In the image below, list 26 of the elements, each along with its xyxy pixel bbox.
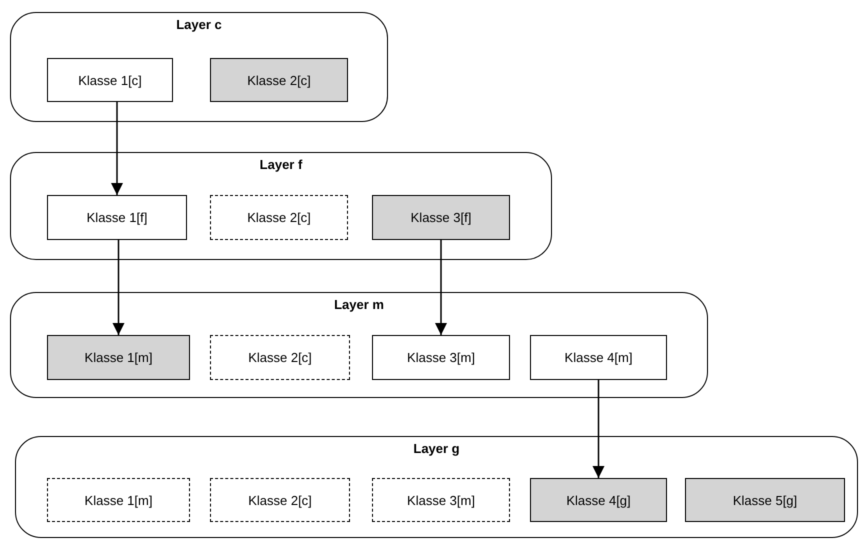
- arrow: [592, 380, 604, 478]
- layer-panel: [10, 152, 552, 260]
- class-box: Klasse 1[m]: [47, 478, 190, 522]
- class-box: Klasse 4[g]: [530, 478, 667, 522]
- class-box: Klasse 2[c]: [210, 478, 350, 522]
- layer-title: Layer g: [413, 441, 460, 456]
- class-box: Klasse 3[m]: [372, 478, 510, 522]
- class-box: Klasse 2[c]: [210, 58, 348, 102]
- arrow: [435, 240, 447, 335]
- class-box: Klasse 3[m]: [372, 335, 510, 380]
- layer-title: Layer f: [260, 157, 302, 172]
- class-box: Klasse 4[m]: [530, 335, 667, 380]
- class-box: Klasse 3[f]: [372, 195, 510, 240]
- layer-panel: [10, 292, 708, 398]
- class-box: Klasse 2[c]: [210, 195, 348, 240]
- arrow: [111, 102, 123, 195]
- class-box: Klasse 1[m]: [47, 335, 190, 380]
- layer-title: Layer m: [334, 297, 384, 312]
- layer-panel: [15, 436, 858, 538]
- class-box: Klasse 2[c]: [210, 335, 350, 380]
- class-box: Klasse 1[c]: [47, 58, 173, 102]
- class-box: Klasse 1[f]: [47, 195, 187, 240]
- layer-panel: [10, 12, 388, 122]
- class-box: Klasse 5[g]: [685, 478, 845, 522]
- layer-title: Layer c: [176, 17, 222, 32]
- arrow: [112, 240, 124, 335]
